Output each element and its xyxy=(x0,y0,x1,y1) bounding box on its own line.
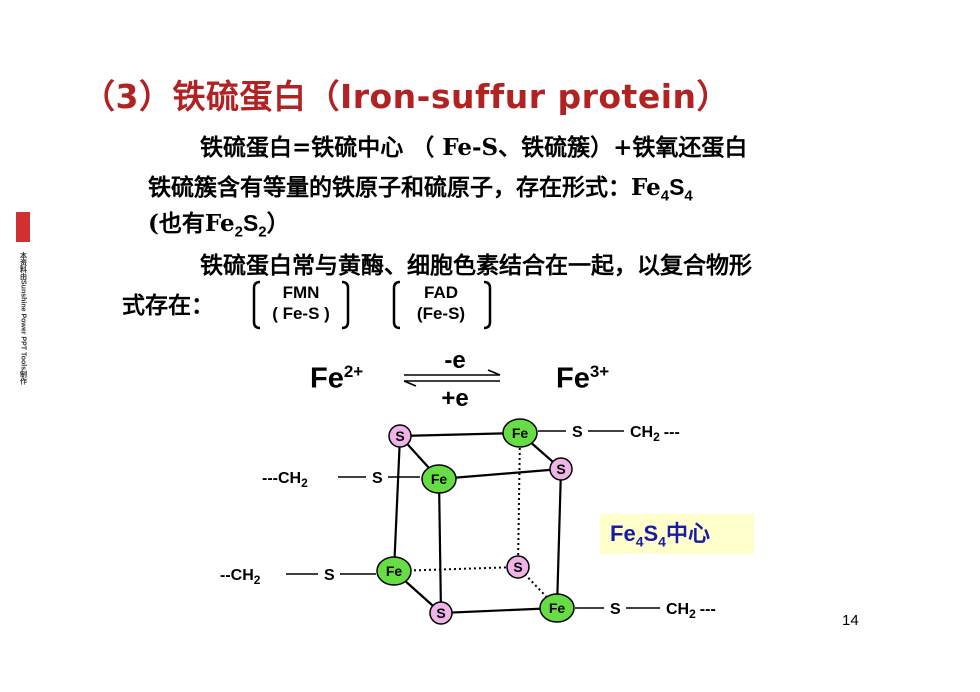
center-fe-sub: 4 xyxy=(635,533,644,550)
sulfur-atom-4-label: S xyxy=(436,605,445,621)
fe-subscript: 4 xyxy=(660,187,670,205)
bond-s1-fe3 xyxy=(392,435,402,572)
bond-s4-fe4 xyxy=(440,606,558,615)
equilibrium-arrows: -e +e xyxy=(403,347,501,412)
fmn-complex: FMN ( Fe-S ) xyxy=(258,282,344,324)
iron-atom-1: Fe xyxy=(502,418,538,448)
bond-fe2-s2 xyxy=(438,467,562,481)
ligand-ch2-1: CH2--- xyxy=(630,424,680,444)
cysteine-ligand-bonds xyxy=(286,430,660,609)
fmn-fes-label: ( Fe-S ) xyxy=(272,304,330,323)
page-number: 14 xyxy=(842,612,859,629)
watermark-text: 本资料由Sunshine Power PPT Tools制作 xyxy=(20,251,29,385)
iron-atom-3-circle xyxy=(376,556,412,586)
ligand-s-2: S xyxy=(372,470,383,487)
bond-fe2-s4 xyxy=(437,478,443,614)
sulfur-atoms: S S S S xyxy=(388,424,573,625)
cluster-hidden-bonds xyxy=(393,432,558,609)
iron-atom-3: Fe xyxy=(376,556,412,586)
hidden-bond-fe1-s3 xyxy=(517,432,521,568)
sulfur-atom-3-circle xyxy=(506,555,530,579)
s-symbol: S xyxy=(669,174,685,200)
cluster-form-line: 铁硫簇含有等量的铁原子和硫原子，存在形式：Fe4S4 xyxy=(148,168,693,205)
sulfur-atom-3: S xyxy=(506,555,530,579)
iron-atom-4-label: Fe xyxy=(549,600,566,616)
ligand-s-3: S xyxy=(324,567,335,584)
fe2-symbol: Fe xyxy=(310,362,344,395)
alt-form-line: (也有Fe2S2） xyxy=(148,204,290,241)
iron-atom-2: Fe xyxy=(421,464,457,494)
definition-text: 铁硫蛋白=铁硫中心 （ Fe-S、铁硫簇）+铁氧还蛋白 xyxy=(200,134,748,161)
sulfur-atom-4-circle xyxy=(429,601,453,625)
fe2-subscript: 2 xyxy=(234,223,243,241)
ligand-s-4: S xyxy=(610,601,621,618)
iron-atom-1-circle xyxy=(502,418,538,448)
alt-form-suffix: ） xyxy=(266,210,290,237)
center-s-sub: 4 xyxy=(658,533,666,550)
sulfur-atom-2-circle xyxy=(549,457,573,481)
s2-symbol: S xyxy=(242,210,259,236)
iron-atom-2-circle xyxy=(421,464,457,494)
exists-as-text: 式存在： xyxy=(122,292,214,319)
fe3-symbol: Fe xyxy=(556,362,590,395)
alt-form-prefix: (也有Fe xyxy=(148,210,235,237)
fe3-ion: Fe3+ xyxy=(556,362,609,396)
hidden-bond-fe3-s3 xyxy=(393,566,519,572)
center-fe: Fe xyxy=(610,521,636,546)
fad-fes-label: (Fe-S) xyxy=(416,304,466,323)
backward-arrow-head xyxy=(403,380,417,387)
forward-label: -e xyxy=(444,347,465,374)
ligand-ch2-2: ---CH2 xyxy=(262,470,308,490)
bracket-right-1 xyxy=(341,280,350,330)
cluster-form-text: 铁硫簇含有等量的铁原子和硫原子，存在形式：Fe xyxy=(148,174,661,201)
ligand-s-1: S xyxy=(572,424,583,441)
iron-atom-2-label: Fe xyxy=(431,471,448,487)
fe2-ion: Fe2+ xyxy=(310,362,363,396)
cysteine-ligand-labels: S CH2--- ---CH2 S --CH2 S S CH2--- xyxy=(220,424,716,621)
forward-arrow-head xyxy=(487,369,501,376)
bracket-left-2 xyxy=(392,280,401,330)
fad-complex: FAD (Fe-S) xyxy=(398,282,484,324)
ligand-ch2-4: CH2--- xyxy=(666,601,716,621)
sulfur-atom-1: S xyxy=(388,424,412,448)
fad-label: FAD xyxy=(424,283,458,302)
vertical-watermark: 本资料由Sunshine Power PPT Tools制作 xyxy=(16,212,30,492)
bracket-left-1 xyxy=(252,280,261,330)
fe3-charge: 3+ xyxy=(589,362,610,381)
sulfur-atom-3-label: S xyxy=(513,559,522,575)
fe2-charge: 2+ xyxy=(343,362,364,381)
sulfur-atom-2-label: S xyxy=(556,461,565,477)
iron-atom-1-label: Fe xyxy=(512,425,529,441)
center-s: S xyxy=(643,521,659,546)
sulfur-atom-1-label: S xyxy=(395,428,404,444)
complex-line: 铁硫蛋白常与黄酶、细胞色素结合在一起，以复合物形 xyxy=(200,246,752,280)
s2-subscript: 2 xyxy=(258,223,267,241)
sulfur-atom-4: S xyxy=(429,601,453,625)
exists-as-line: 式存在： xyxy=(122,286,214,320)
iron-atom-4-circle xyxy=(539,593,575,623)
sulfur-atom-1-circle xyxy=(388,424,412,448)
center-suffix: 中心 xyxy=(665,521,710,546)
bond-s1-fe1 xyxy=(399,431,521,438)
iron-atom-4: Fe xyxy=(539,593,575,623)
fe4s4-center-label: Fe4S4中心 xyxy=(600,514,754,554)
iron-atom-3-label: Fe xyxy=(386,563,403,579)
bracket-right-2 xyxy=(483,280,492,330)
complex-brackets xyxy=(252,280,492,330)
watermark-logo xyxy=(16,212,30,242)
definition-line: 铁硫蛋白=铁硫中心 （ Fe-S、铁硫簇）+铁氧还蛋白 xyxy=(200,128,747,162)
sulfur-atom-2: S xyxy=(549,457,573,481)
s-subscript: 4 xyxy=(684,187,693,205)
fmn-label: FMN xyxy=(282,283,320,302)
ligand-ch2-3: --CH2 xyxy=(220,567,261,587)
backward-label: +e xyxy=(441,385,468,412)
complex-text: 铁硫蛋白常与黄酶、细胞色素结合在一起，以复合物形 xyxy=(200,252,752,279)
bond-s2-fe4 xyxy=(555,468,563,609)
slide-title: （3）铁硫蛋白（Iron-suffur protein） xyxy=(82,77,731,116)
